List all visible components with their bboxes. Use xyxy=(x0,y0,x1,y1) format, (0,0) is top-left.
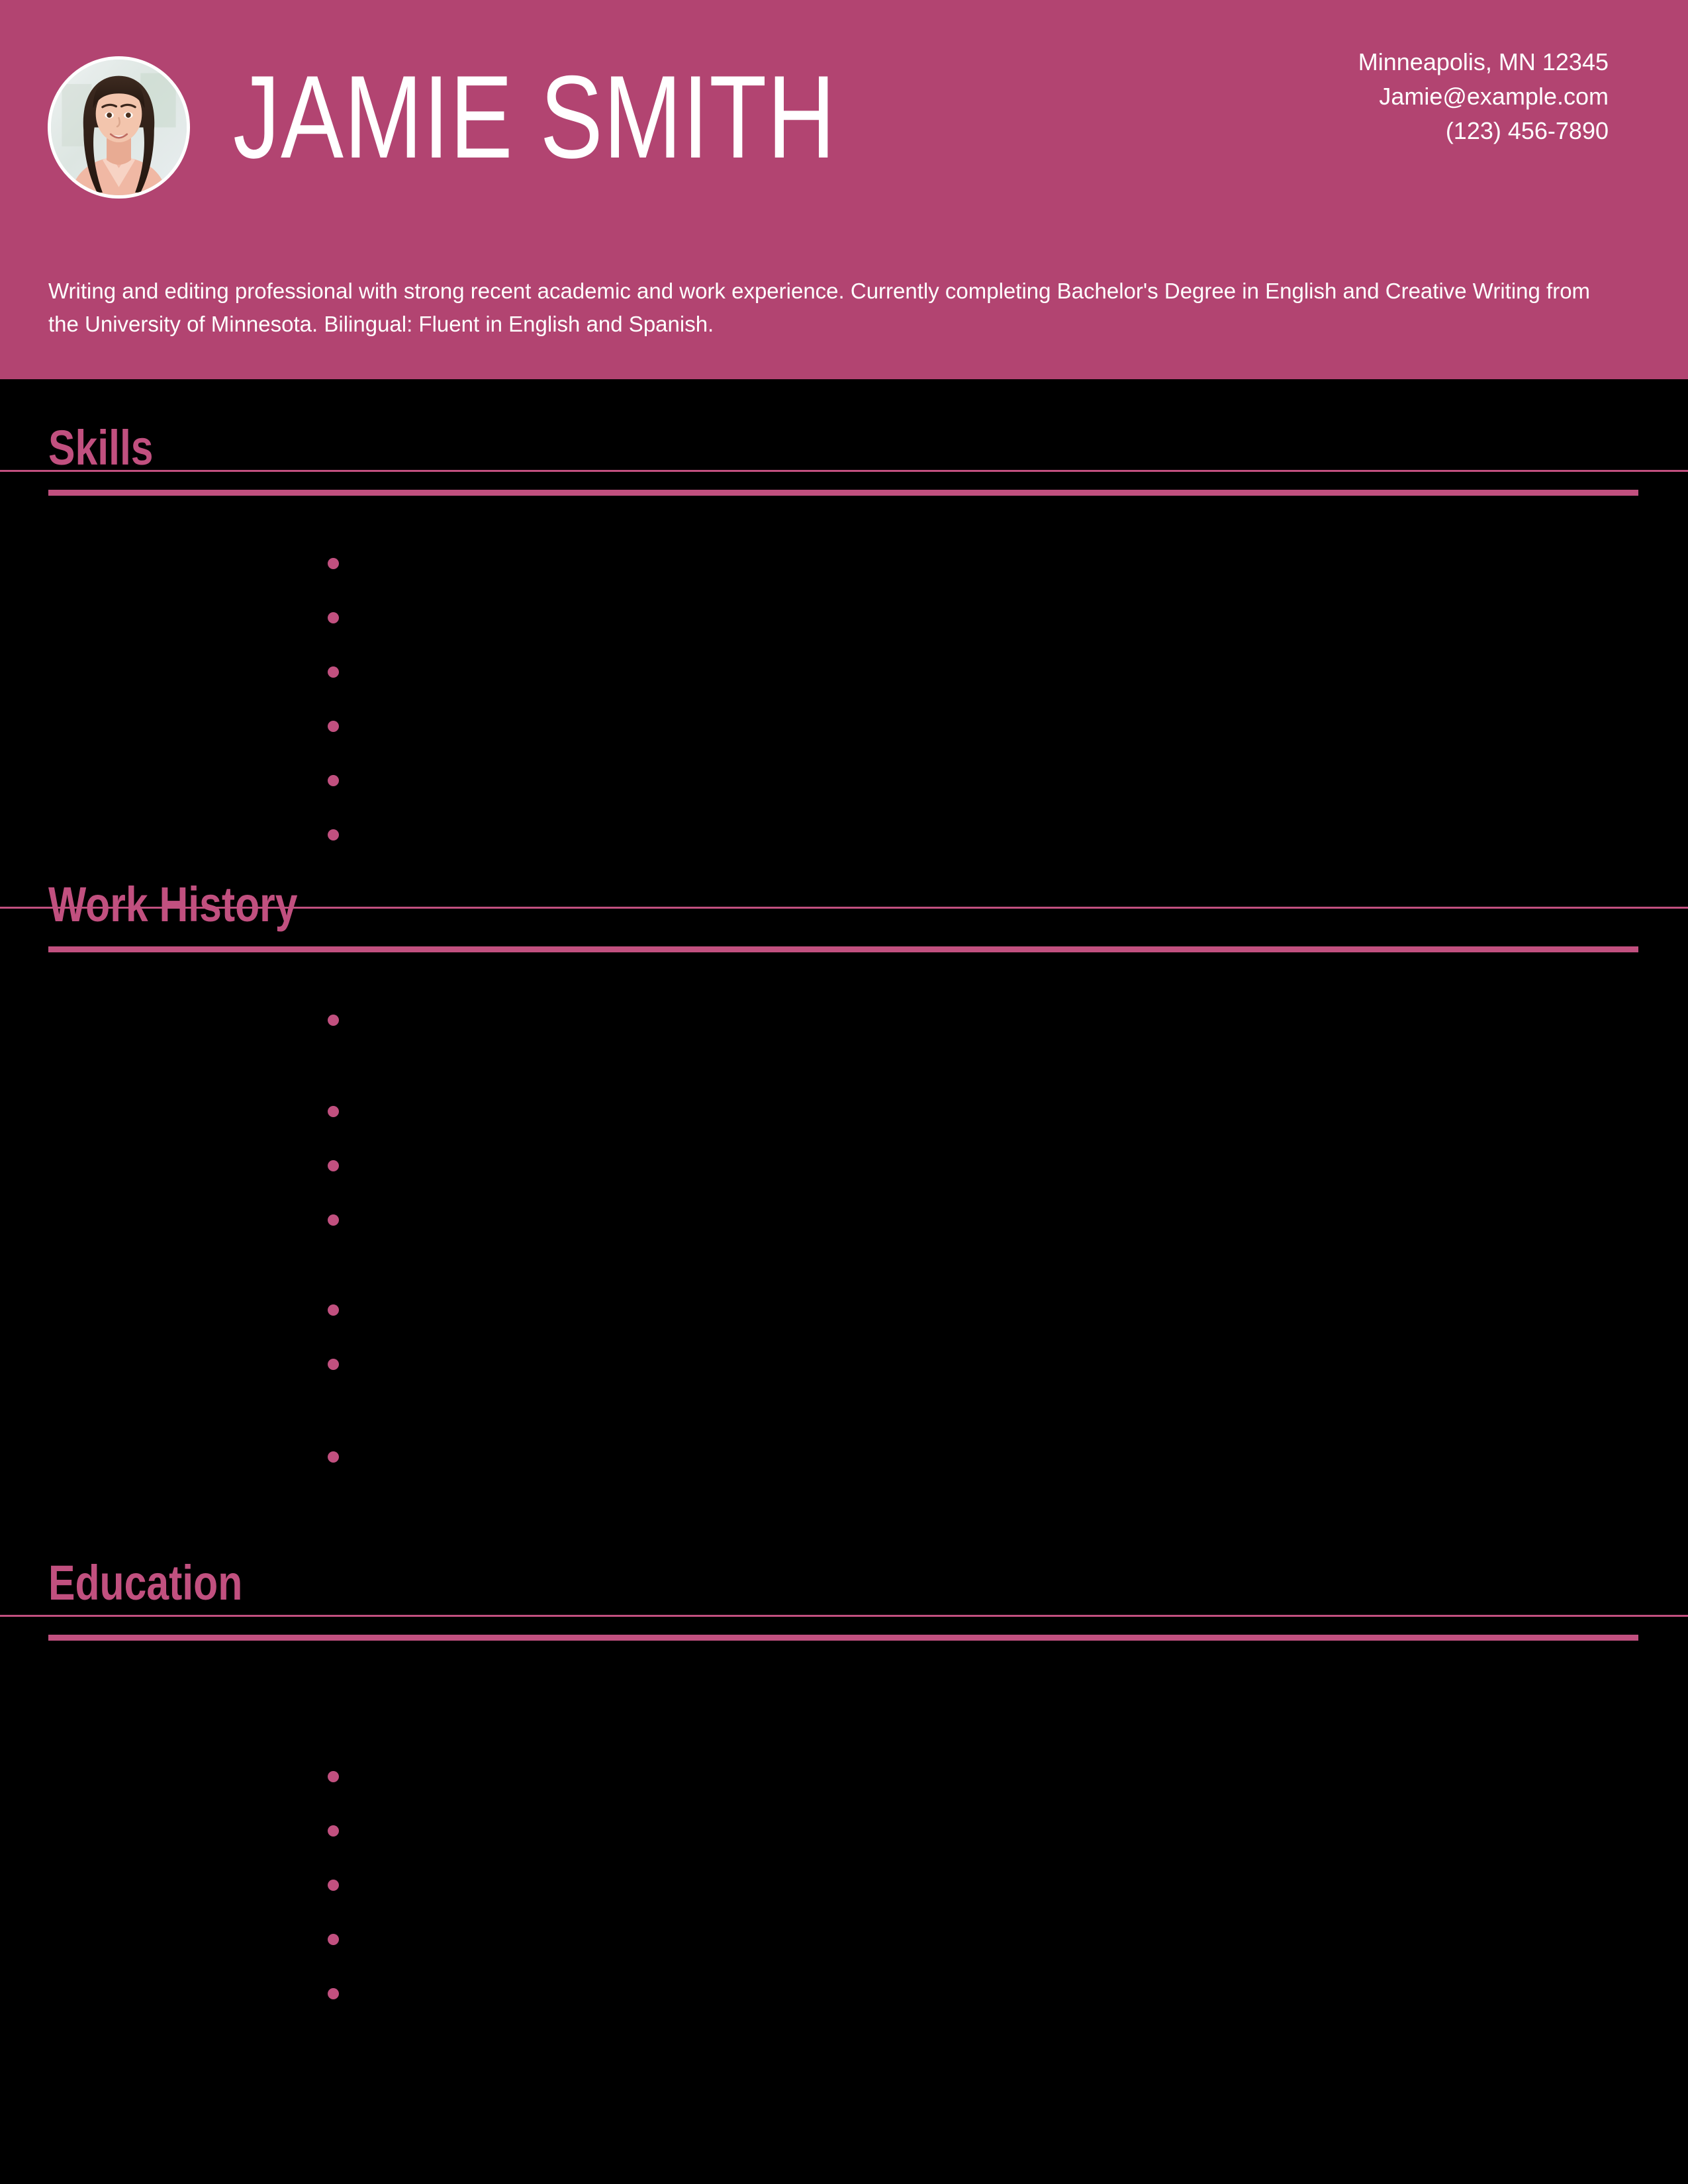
contact-email[interactable]: Jamie@example.com xyxy=(1379,83,1609,111)
bullet-dot-icon xyxy=(328,775,339,786)
list-item xyxy=(328,1207,1638,1226)
bullet-dot-icon xyxy=(328,1880,339,1891)
section-rule-thick xyxy=(48,1635,1638,1641)
list-item xyxy=(328,1444,1638,1463)
bullet-dot-icon xyxy=(328,1451,339,1463)
section-title-education: Education xyxy=(48,1555,243,1610)
list-item xyxy=(328,1818,1638,1837)
list-item xyxy=(328,1153,1638,1171)
page-title: JAMIE SMITH xyxy=(233,51,836,183)
bullet-dot-icon xyxy=(328,1359,339,1370)
list-item xyxy=(328,1927,1638,1945)
bullet-dot-icon xyxy=(328,721,339,732)
contact-block: Minneapolis, MN 12345 Jamie@example.com … xyxy=(1238,45,1609,149)
list-item xyxy=(328,605,1638,623)
bullet-dot-icon xyxy=(328,1160,339,1171)
contact-phone[interactable]: (123) 456-7890 xyxy=(1445,117,1609,145)
section-education: Education xyxy=(0,1555,1688,1999)
section-rule-thin xyxy=(0,907,1688,909)
bullet-dot-icon xyxy=(328,1825,339,1837)
bullet-dot-icon xyxy=(328,1988,339,1999)
bullet-dot-icon xyxy=(328,1015,339,1026)
list-item xyxy=(328,1007,1638,1026)
list-item xyxy=(328,822,1638,841)
bullet-dot-icon xyxy=(328,666,339,678)
bullet-dot-icon xyxy=(328,1934,339,1945)
list-item xyxy=(328,1981,1638,1999)
bullet-dot-icon xyxy=(328,829,339,841)
section-header-education: Education xyxy=(0,1555,1688,1641)
bullet-dot-icon xyxy=(328,612,339,623)
contact-location: Minneapolis, MN 12345 xyxy=(1358,48,1609,75)
avatar xyxy=(48,56,190,199)
list-item xyxy=(328,1099,1638,1117)
list-item xyxy=(328,1764,1638,1782)
section-rule-thin xyxy=(0,470,1688,472)
bullet-dot-icon xyxy=(328,1214,339,1226)
bullet-dot-icon xyxy=(328,1304,339,1316)
section-rule-thin xyxy=(0,1615,1688,1617)
section-header-skills: Skills xyxy=(0,424,1688,496)
list-item xyxy=(328,1297,1638,1316)
section-work-history: Work History xyxy=(0,880,1688,1463)
section-title-work-history: Work History xyxy=(48,877,298,932)
section-title-skills: Skills xyxy=(48,420,154,475)
list-item xyxy=(328,1351,1638,1370)
list-item xyxy=(328,1872,1638,1891)
section-rule-thick xyxy=(48,946,1638,952)
list-item xyxy=(328,659,1638,678)
bullet-dot-icon xyxy=(328,558,339,569)
section-header-work-history: Work History xyxy=(0,880,1688,953)
list-item xyxy=(328,713,1638,732)
section-rule-thick xyxy=(48,490,1638,496)
bullet-dot-icon xyxy=(328,1771,339,1782)
list-item xyxy=(328,768,1638,786)
resume-header: JAMIE SMITH Minneapolis, MN 12345 Jamie@… xyxy=(0,0,1688,379)
professional-summary: Writing and editing professional with st… xyxy=(48,279,1591,337)
bullet-dot-icon xyxy=(328,1106,339,1117)
section-skills: Skills xyxy=(0,424,1688,841)
list-item xyxy=(328,551,1638,569)
